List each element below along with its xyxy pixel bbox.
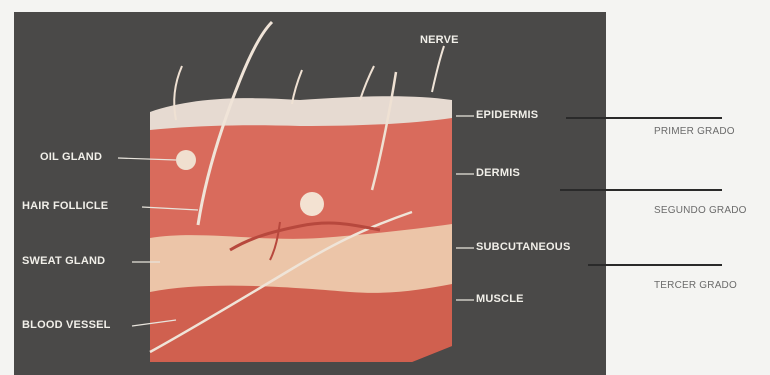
oil-gland-shape bbox=[176, 150, 196, 170]
epidermis-label: EPIDERMIS bbox=[476, 109, 538, 121]
sweat-gland-label: SWEAT GLAND bbox=[22, 255, 105, 267]
muscle-label: MUSCLE bbox=[476, 293, 524, 305]
hair-shaft bbox=[360, 66, 374, 100]
nerve-label: NERVE bbox=[420, 34, 459, 46]
first-degree-label: PRIMER GRADO bbox=[654, 126, 735, 137]
second-degree-label: SEGUNDO GRADO bbox=[654, 205, 747, 216]
dermis-label: DERMIS bbox=[476, 167, 520, 179]
blood-vessel-label: BLOOD VESSEL bbox=[22, 319, 111, 331]
muscle-layer bbox=[150, 282, 452, 362]
hair-follicle-label: HAIR FOLLICLE bbox=[22, 200, 108, 212]
oil-gland-label: OIL GLAND bbox=[40, 151, 102, 163]
dermis-layer bbox=[150, 116, 452, 239]
nerve-fiber bbox=[432, 46, 444, 92]
subcutaneous-label: SUBCUTANEOUS bbox=[476, 241, 570, 253]
sweat-gland-coil bbox=[300, 192, 324, 216]
hair-shaft bbox=[292, 70, 302, 104]
third-degree-label: TERCER GRADO bbox=[654, 280, 737, 291]
